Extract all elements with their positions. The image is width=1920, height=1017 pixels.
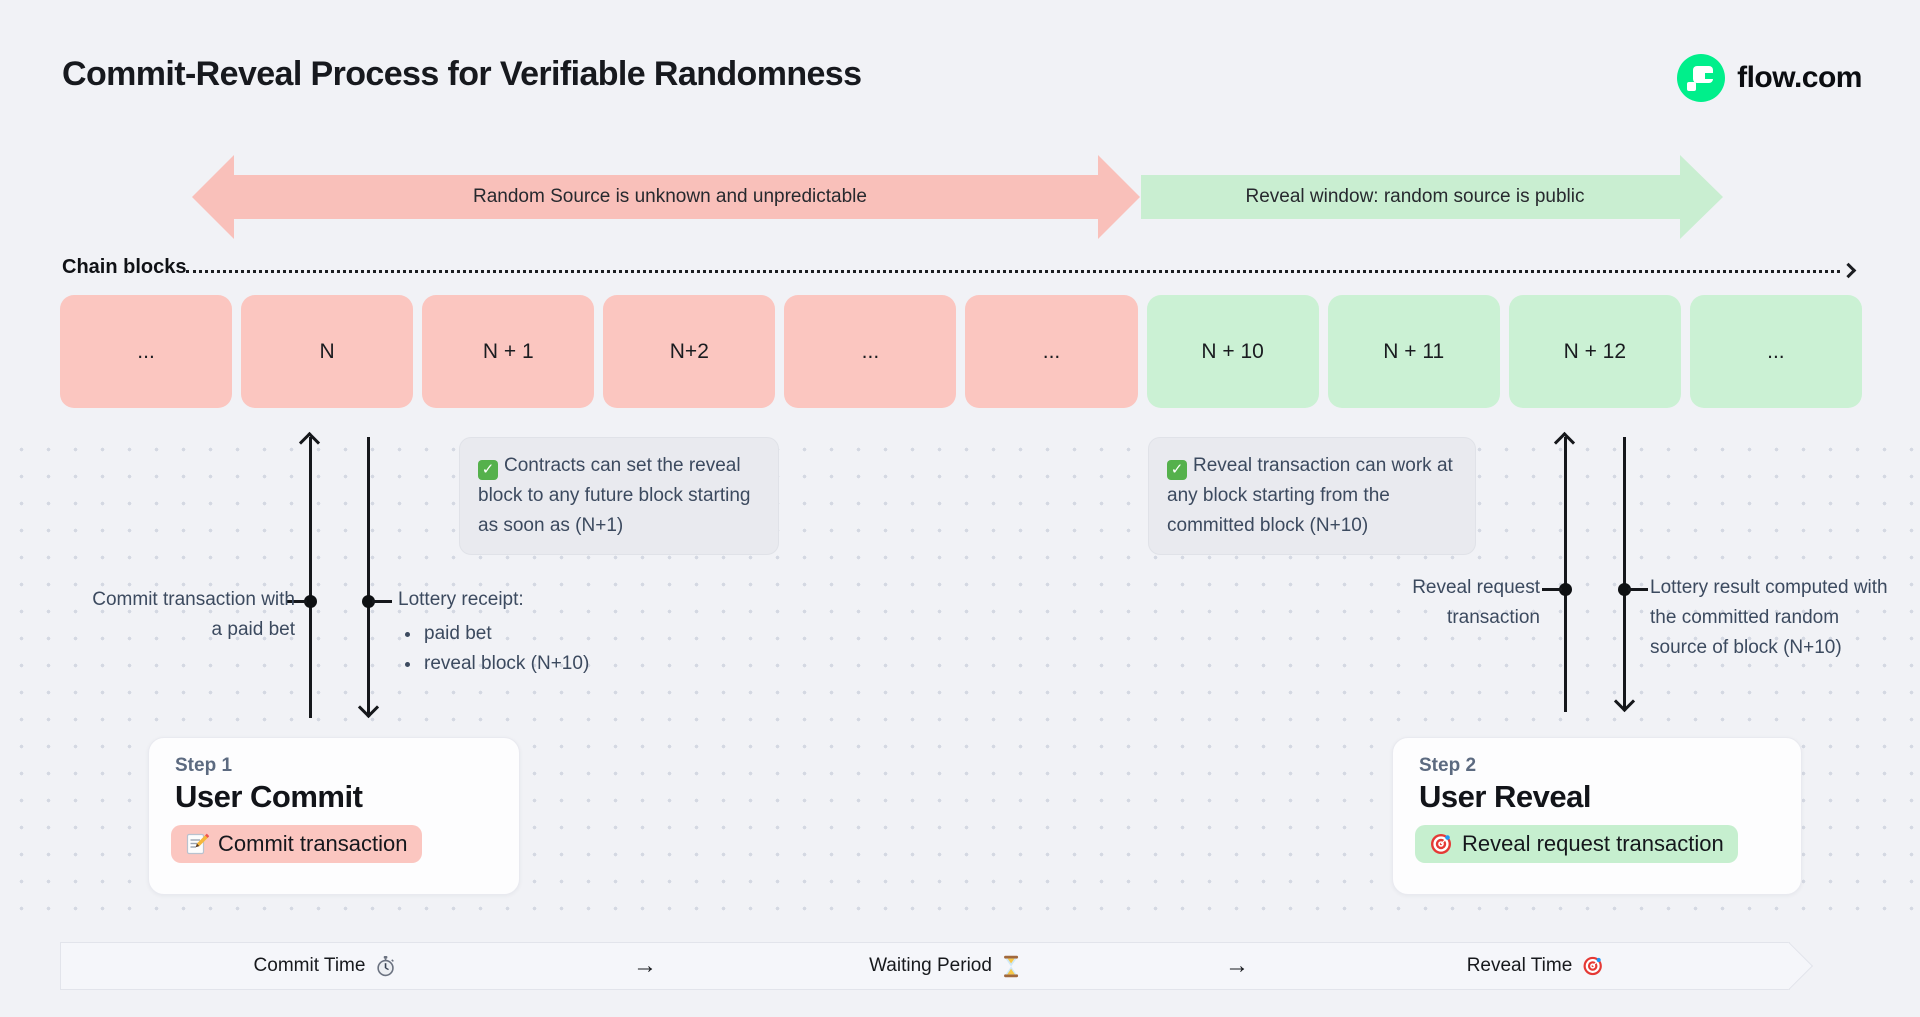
connector-dot (1559, 583, 1572, 596)
hourglass-icon (1001, 955, 1021, 978)
connector-tick (372, 600, 392, 603)
chain-block: ... (1689, 295, 1862, 408)
reveal-callout: ✓Reveal transaction can work at any bloc… (1148, 437, 1476, 556)
lottery-result-annotation: Lottery result computed with the committ… (1650, 577, 1888, 659)
chain-block-n10: N + 10 (1146, 295, 1319, 408)
block-row: ... N N + 1 N+2 ... ... N + 10 N + 11 N … (60, 295, 1862, 408)
chain-block-n1: N + 1 (422, 295, 595, 408)
chain-arrowhead-icon (1840, 262, 1857, 279)
step1-eyebrow: Step 1 (175, 755, 233, 776)
timeline-label: Commit Time (253, 955, 366, 976)
commit-up-arrow-line (309, 437, 312, 718)
result-down-arrow-line (1623, 437, 1626, 709)
brand-name: flow.com (1737, 61, 1862, 94)
reveal-phase-arrow (1141, 155, 1723, 239)
flow-logo-icon (1677, 54, 1726, 102)
step2-eyebrow: Step 2 (1419, 755, 1477, 776)
step1-card: Step 1 User Commit Commit transaction (148, 737, 520, 895)
chain-block: ... (60, 295, 233, 408)
step1-badge-label: Commit transaction (218, 831, 408, 856)
receipt-down-arrow-line (367, 437, 370, 715)
brand: flow.com (1677, 54, 1862, 102)
step1-title: User Commit (175, 779, 363, 814)
commit-phase-arrow (192, 155, 1140, 239)
reveal-request-annotation: Reveal request transaction (1412, 577, 1540, 629)
timeline-arrow: → (633, 942, 657, 990)
connector-tick (287, 600, 307, 603)
connector-dot (304, 595, 317, 608)
timeline-commit-time: Commit Time (254, 942, 397, 990)
memo-icon (185, 832, 209, 856)
reveal-callout-text: Reveal transaction can work at any block… (1167, 455, 1453, 537)
reveal-phase-label: Reveal window: random source is public (1245, 186, 1585, 207)
commit-callout-text: Contracts can set the reveal block to an… (478, 455, 751, 537)
page-title: Commit-Reveal Process for Verifiable Ran… (62, 55, 862, 93)
timeline-reveal-time: Reveal Time (1467, 942, 1604, 990)
connector-dot (1618, 583, 1631, 596)
step2-badge-label: Reveal request transaction (1462, 831, 1724, 856)
chain-block-n: N (241, 295, 414, 408)
lottery-receipt-annotation: Lottery receipt: paid bet reveal block (… (398, 585, 628, 679)
arrow-right-icon: → (633, 952, 657, 979)
connector-tick (1628, 588, 1648, 591)
reveal-request-badge: Reveal request transaction (1415, 825, 1738, 863)
lottery-receipt-item: paid bet (422, 619, 628, 649)
target-icon (1581, 955, 1603, 977)
commit-tx-annotation: Commit transaction with a paid bet (92, 589, 295, 641)
reveal-up-arrow-line (1564, 437, 1567, 712)
phase-arrows (192, 155, 1723, 239)
chain-block: ... (784, 295, 957, 408)
stopwatch-icon (374, 955, 396, 977)
chain-block-n11: N + 11 (1327, 295, 1500, 408)
target-icon (1429, 832, 1453, 856)
chain-block-n12: N + 12 (1508, 295, 1681, 408)
chain-block: ... (965, 295, 1138, 408)
timeline-label: Reveal Time (1466, 955, 1573, 976)
commit-transaction-badge: Commit transaction (171, 825, 422, 863)
lottery-receipt-title: Lottery receipt: (398, 589, 524, 610)
commit-callout: ✓Contracts can set the reveal block to a… (459, 437, 779, 556)
chain-dotted-line (186, 270, 1840, 273)
timeline-bar (60, 942, 1790, 990)
lottery-receipt-list: paid bet reveal block (N+10) (398, 619, 628, 679)
check-icon: ✓ (1167, 459, 1187, 480)
connector-tick (1542, 588, 1562, 591)
timeline-label: Waiting Period (869, 955, 992, 976)
timeline-waiting-period: Waiting Period (869, 942, 1021, 990)
chain-block-n2: N+2 (603, 295, 776, 408)
commit-phase-label: Random Source is unknown and unpredictab… (473, 186, 867, 207)
timeline-arrow: → (1225, 942, 1249, 990)
arrow-right-icon: → (1225, 952, 1249, 979)
check-icon: ✓ (478, 459, 498, 480)
step2-card: Step 2 User Reveal Reveal request transa… (1392, 737, 1802, 895)
connector-dot (362, 595, 375, 608)
step2-title: User Reveal (1419, 779, 1592, 814)
chain-blocks-label: Chain blocks (62, 256, 187, 278)
lottery-receipt-item: reveal block (N+10) (422, 649, 628, 679)
